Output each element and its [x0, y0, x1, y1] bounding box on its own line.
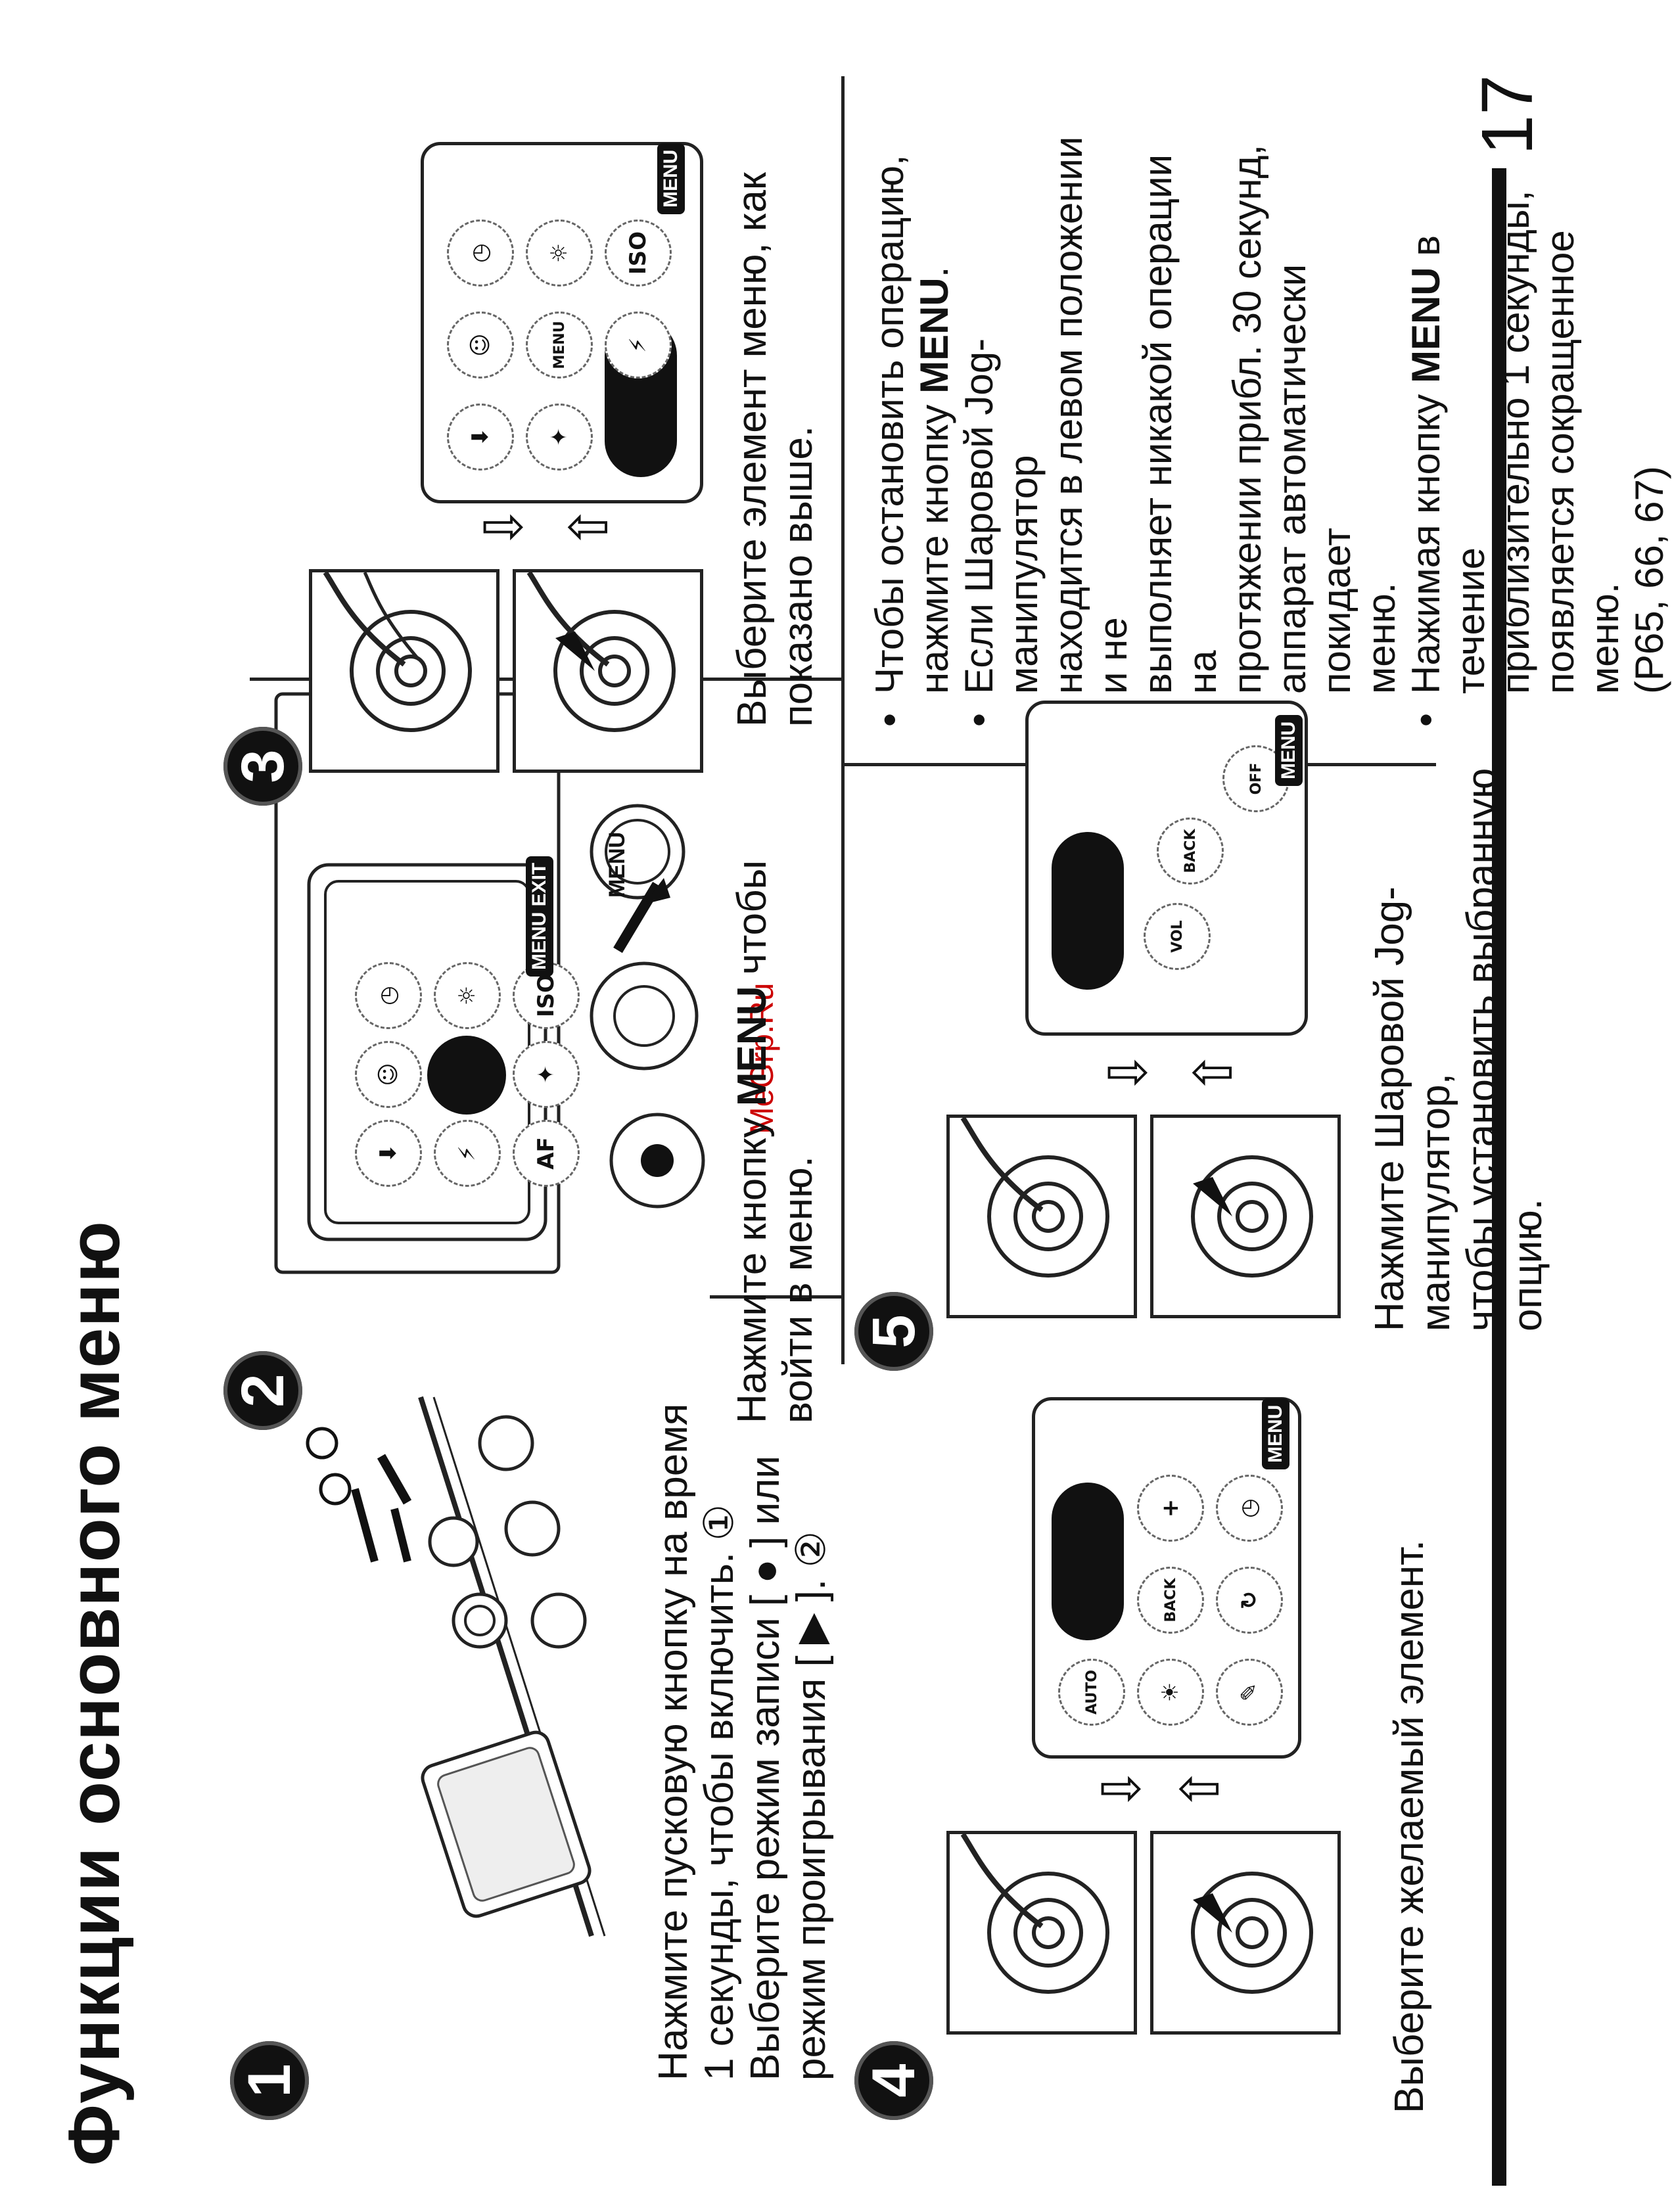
jog-drawing-4a: [960, 1832, 1109, 1994]
note-1-text: Чтобы остановить операцию, нажмите кнопк…: [868, 154, 956, 694]
page-title: Функции основного меню: [54, 1220, 135, 2166]
notes-list: Чтобы остановить операцию, нажмите кнопк…: [868, 135, 1672, 727]
menu3-icon-effect: ✦: [526, 403, 593, 471]
menu3-icon-iso: ISO: [605, 219, 672, 287]
note-3-bold: MENU: [1404, 267, 1448, 384]
menu-icon-download: ⬇: [355, 1120, 422, 1187]
menu-icon-effect: ✦: [513, 1041, 580, 1108]
jog-photo-4a: [946, 1831, 1137, 2035]
step-badge-1: 1: [230, 2041, 309, 2120]
note-item-2: Если Шаровой Jog-манипулятор находится в…: [957, 135, 1404, 727]
footer-rule: [1492, 168, 1506, 2186]
menu4-selection-highlight: [1052, 1483, 1124, 1640]
jog-photo-4b: [1150, 1831, 1341, 2035]
step-badge-3: 3: [223, 727, 302, 806]
page-number: 17: [1467, 74, 1548, 155]
step-2-text: Нажмите кнопку MENU чтобы войти в меню.: [730, 668, 822, 1423]
menu4-icon-reset: ↻: [1216, 1567, 1283, 1634]
arrow-icon-4b: ⇧: [1170, 1766, 1231, 1811]
menu5-icon-back: BACK: [1157, 818, 1224, 885]
menu5-off-label: OFF: [1247, 762, 1265, 795]
step-2-text-a: Нажмите кнопку: [730, 1106, 775, 1423]
menu4-icon-power: AUTO: [1058, 1659, 1125, 1726]
note-3-text: Нажимая кнопку: [1404, 383, 1448, 694]
arrow-icon-5b: ⇧: [1183, 1050, 1244, 1095]
menu3-icon-menu: MENU: [526, 311, 593, 379]
camera-top-illustration: [283, 1371, 624, 1962]
menu-icon-timer: ◷: [355, 962, 422, 1029]
menu3-icon-scene: ☼: [526, 219, 593, 287]
divider-horizontal-left: [841, 1324, 842, 1325]
step-1-text-a: Нажмите пусковую кнопку на время 1 секун…: [651, 1403, 742, 2081]
jog-photo-5a: [946, 1115, 1137, 1318]
menu4-back-label: BACK: [1162, 1578, 1179, 1623]
menu5-icon-vol: VOL: [1144, 903, 1211, 970]
jog-photo-5b: [1150, 1115, 1341, 1318]
menu4-menu-tag: MENU: [1262, 1398, 1289, 1469]
step-badge-4: 4: [854, 2041, 933, 2120]
menu4-icon-plus: +: [1137, 1475, 1204, 1542]
note-item-3: Нажимая кнопку MENU в течение приблизите…: [1404, 135, 1672, 727]
step-3-text: Выберите элемент меню, как показано выше…: [730, 172, 821, 727]
menu3-icon-timer: ◷: [447, 219, 514, 287]
jog-drawing-4b: [1191, 1872, 1313, 1994]
menu-icon-face: ☺: [355, 1041, 422, 1108]
menu5-selection-highlight: [1052, 832, 1124, 990]
menu4-auto-label: AUTO: [1083, 1670, 1100, 1715]
arrow-icon-3a: ⇩: [473, 505, 534, 549]
menu4-icon-clock: ◷: [1216, 1475, 1283, 1542]
menu3-menu-label: MENU: [551, 321, 568, 369]
manual-page: Функции основного меню 1 Нажмите пускову…: [0, 0, 1575, 2212]
menu4-icon-brightness: ☀: [1137, 1659, 1204, 1726]
step-badge-5: 5: [854, 1292, 933, 1371]
jog-photo-3b: [513, 569, 703, 773]
arrow-icon-5a: ⇩: [1098, 1050, 1159, 1095]
step-2-bold: MENU: [730, 986, 775, 1107]
iso-label: ISO: [533, 973, 559, 1018]
menu5-back-label: BACK: [1182, 829, 1199, 873]
jog-drawing-3b: [526, 570, 676, 732]
divider-horizontal: [841, 76, 845, 1364]
menu4-icon-wrench: ✎: [1216, 1659, 1283, 1726]
menu-button-label: MENU: [605, 831, 630, 898]
menu5-vol-label: VOL: [1169, 920, 1186, 953]
step-1-text-b: Выберите режим записи [ ● ] или режим пр…: [743, 1456, 834, 2081]
note-1-bold: MENU: [912, 277, 956, 394]
menu4-icon-back: BACK: [1137, 1567, 1204, 1634]
jog-photo-3a: [309, 569, 499, 773]
camera-top-drawing: [306, 1396, 606, 1937]
menu-icon-flash: ⚡: [434, 1120, 501, 1187]
note-1-post: .: [912, 266, 956, 278]
menu3-menu-tag: MENU: [657, 143, 685, 214]
menu3-icon-download: ⬇: [447, 403, 514, 471]
menu-exit-tag: MENU EXIT: [526, 856, 553, 977]
step-badge-2: 2: [223, 1351, 302, 1430]
arrow-icon-4a: ⇩: [1091, 1766, 1152, 1811]
menu3-iso-label: ISO: [625, 231, 651, 275]
arrow-icon-3b: ⇧: [559, 505, 620, 549]
jog-drawing-3a: [323, 570, 472, 732]
menu-selection-highlight: [427, 1036, 506, 1115]
menu3-icon-face: ☺: [447, 311, 514, 379]
jog-drawing-5a: [960, 1116, 1109, 1278]
note-2-text: Если Шаровой Jog-манипулятор находится в…: [957, 136, 1403, 694]
menu-icon-af: AF: [513, 1120, 580, 1187]
jog-drawing-5b: [1191, 1155, 1313, 1278]
step-4-text: Выберите желаемый элемент.: [1387, 1540, 1432, 2113]
step-5-text: Нажмите Шаровой Jog-манипулятор, чтобы у…: [1367, 768, 1550, 1331]
menu3-icon-flash: ⚡: [605, 311, 672, 379]
note-item-1: Чтобы остановить операцию, нажмите кнопк…: [868, 135, 957, 727]
menu-icon-scene: ☼: [434, 962, 501, 1029]
